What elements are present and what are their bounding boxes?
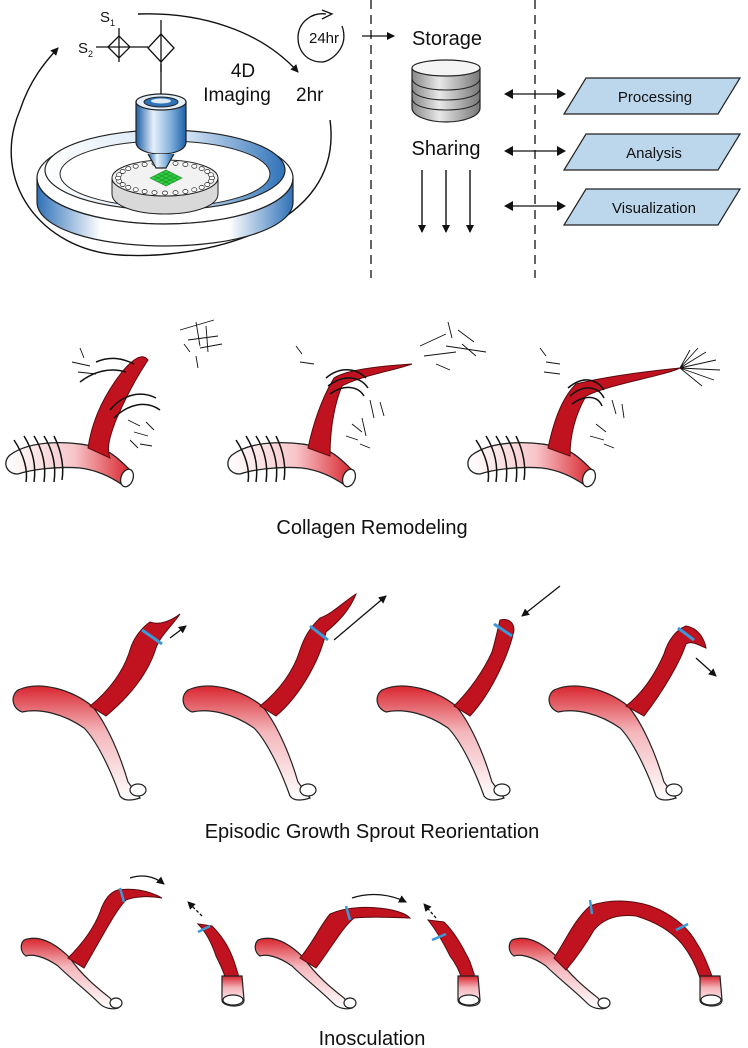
analysis-box: Analysis bbox=[562, 133, 742, 171]
platform-bead bbox=[172, 161, 179, 166]
platform-bead bbox=[151, 190, 158, 195]
svg-text:Visualization: Visualization bbox=[612, 200, 696, 217]
imaging-grid bbox=[149, 169, 183, 187]
inosculation-title: Inosculation bbox=[319, 1028, 426, 1048]
imaging-label-line2: Imaging bbox=[203, 85, 271, 106]
cycle-label: 24hr bbox=[309, 30, 339, 47]
visualization-box: Visualization bbox=[562, 188, 742, 226]
cycle-badge: 24hr bbox=[297, 9, 395, 63]
svg-text:Processing: Processing bbox=[618, 89, 692, 106]
objective-lens bbox=[135, 64, 187, 169]
platform-bead bbox=[204, 169, 211, 174]
interval-arrow bbox=[137, 13, 299, 73]
platform-bead bbox=[182, 189, 189, 194]
sharing-label: Sharing bbox=[412, 138, 481, 160]
inosculation-panel-3 bbox=[508, 899, 723, 1010]
platform-bead bbox=[182, 162, 189, 167]
platform-bead bbox=[207, 172, 214, 178]
inosculation-panel-2 bbox=[254, 893, 481, 1010]
scan-mirrors bbox=[96, 20, 175, 72]
platform-bead bbox=[116, 172, 123, 178]
platform-bead bbox=[141, 162, 148, 167]
s1-label: S1 bbox=[100, 9, 115, 28]
imaging-label-line1: 4D bbox=[231, 61, 255, 82]
platform-bead bbox=[132, 187, 139, 193]
s2-label: S2 bbox=[78, 40, 93, 59]
episodic-panel-2 bbox=[182, 592, 387, 801]
platform-bead bbox=[162, 190, 168, 196]
episodic-panel-3 bbox=[376, 585, 561, 801]
platform-bead bbox=[132, 163, 139, 169]
platform-bead bbox=[119, 169, 126, 174]
episodic-panel-1 bbox=[12, 613, 187, 801]
platform-bead bbox=[141, 189, 148, 194]
platform-bead bbox=[125, 166, 132, 171]
platform-bead bbox=[125, 185, 132, 190]
platform-bead bbox=[191, 187, 198, 193]
storage-label: Storage bbox=[412, 28, 482, 50]
database-icon bbox=[411, 59, 481, 123]
inosculation-panel-1 bbox=[20, 875, 245, 1010]
data-pipeline: Storage Sharing Processing Analysis Visu… bbox=[411, 28, 742, 233]
episodic-panel-4 bbox=[548, 625, 717, 801]
collagen-panel-3 bbox=[467, 347, 721, 490]
platform-bead bbox=[172, 190, 179, 195]
platform-bead bbox=[207, 178, 214, 184]
collagen-panel-1 bbox=[5, 319, 223, 490]
processing-box: Processing bbox=[562, 77, 742, 115]
platform-bead bbox=[204, 182, 211, 187]
svg-text:Analysis: Analysis bbox=[626, 145, 682, 162]
collagen-panel-2 bbox=[227, 321, 487, 490]
platform-bead bbox=[119, 182, 126, 187]
imaging-setup: S1 S2 4D Imaging 2hr 24hr bbox=[10, 9, 395, 257]
sample-platform bbox=[111, 159, 219, 215]
platform-bead bbox=[198, 166, 205, 171]
platform-bead bbox=[198, 185, 205, 190]
culture-dish bbox=[36, 177, 294, 247]
platform-bead bbox=[191, 163, 198, 169]
interval-label: 2hr bbox=[296, 85, 324, 106]
collagen-title: Collagen Remodeling bbox=[276, 517, 467, 539]
episodic-title: Episodic Growth Sprout Reorientation bbox=[205, 821, 540, 843]
